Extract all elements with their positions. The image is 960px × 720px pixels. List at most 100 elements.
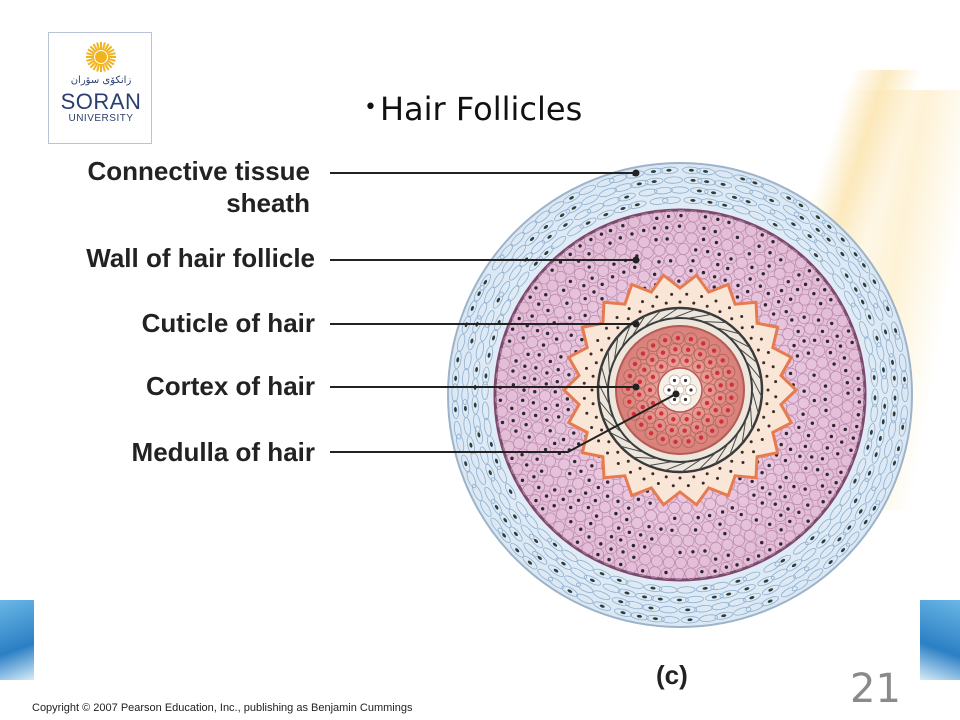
sheath-nucleus	[858, 509, 863, 514]
wall-nucleus	[760, 501, 764, 505]
wall-nucleus	[712, 275, 717, 279]
wall-cell	[605, 285, 618, 298]
sheath-cell	[484, 310, 495, 328]
inner-root-dot	[718, 310, 722, 314]
wall-nucleus	[767, 463, 771, 468]
wall-cell	[497, 357, 510, 370]
sheath-cell	[868, 353, 877, 373]
sun-ray	[92, 43, 99, 52]
sheath-cell	[889, 454, 899, 473]
wall-cell	[750, 513, 763, 526]
cortex-nucleus	[647, 415, 652, 420]
inner-root-dot	[762, 361, 766, 365]
wall-cell	[713, 518, 726, 531]
wall-nucleus	[556, 415, 561, 419]
cortex-nucleus	[707, 387, 713, 393]
cortex-nucleus	[696, 411, 701, 416]
wall-cell	[506, 377, 519, 390]
sheath-nucleus	[696, 189, 702, 193]
sheath-cell	[766, 219, 784, 231]
wall-cell	[745, 503, 758, 516]
wall-nucleus	[779, 288, 784, 293]
wall-cell	[715, 494, 728, 507]
sheath-cell	[705, 593, 724, 601]
sheath-cell	[881, 322, 890, 341]
wall-cell	[578, 293, 591, 306]
sheath-cell	[547, 537, 563, 552]
inner-root-dot	[656, 482, 660, 486]
wall-nucleus	[520, 398, 525, 403]
sheath-cell	[453, 350, 462, 370]
wall-nucleus	[797, 425, 801, 430]
wall-nucleus	[834, 480, 838, 485]
wall-cell	[689, 243, 702, 256]
wall-nucleus	[668, 259, 673, 263]
wall-cell	[500, 346, 513, 359]
wall-cell	[844, 443, 857, 456]
wall-nucleus	[533, 413, 538, 418]
wall-nucleus	[500, 420, 505, 425]
wall-cell	[764, 488, 777, 501]
wall-cell	[651, 211, 664, 224]
inner-root-dot	[615, 316, 619, 320]
wall-nucleus	[514, 359, 518, 363]
sheath-nucleus	[547, 234, 552, 239]
inner-root-dot	[641, 300, 645, 304]
sheath-cell	[617, 192, 636, 202]
sheath-cell	[762, 584, 780, 596]
wall-cell	[731, 278, 743, 291]
inner-root-dot	[607, 440, 611, 444]
cortex-nucleus	[729, 395, 734, 400]
sheath-cell	[774, 554, 792, 567]
sheath-nucleus	[780, 558, 786, 563]
sheath-cell	[696, 167, 715, 176]
wall-cell	[517, 301, 530, 314]
wall-nucleus	[665, 237, 669, 241]
sheath-nucleus	[720, 182, 726, 186]
wall-nucleus	[544, 382, 548, 386]
cortex-nucleus	[701, 341, 706, 346]
inner-root-dot	[678, 300, 682, 304]
sheath-nucleus	[559, 213, 565, 218]
cuticle-scale	[633, 456, 658, 459]
wall-cell	[546, 263, 559, 276]
sheath-cell	[804, 558, 820, 572]
wall-nucleus	[823, 287, 827, 292]
wall-cell	[818, 283, 831, 296]
wall-cell	[601, 515, 614, 528]
sheath-cell	[888, 420, 897, 439]
sheath-cell	[890, 404, 898, 424]
sheath-cell	[694, 604, 713, 613]
sheath-cell	[492, 271, 505, 288]
wall-nucleus	[599, 232, 604, 236]
sheath-nucleus	[711, 595, 717, 599]
wall-cell	[733, 267, 746, 280]
sheath-cell	[483, 417, 492, 437]
sheath-nucleus	[867, 470, 872, 476]
wall-cell	[764, 260, 777, 273]
wall-cell	[506, 401, 519, 414]
wall-nucleus	[804, 466, 808, 470]
cortex-nucleus	[725, 408, 731, 413]
wall-cell	[496, 369, 508, 382]
wall-cell	[536, 464, 549, 477]
sheath-nucleus	[513, 531, 518, 537]
wall-nucleus	[559, 355, 563, 359]
sun-ray	[103, 43, 110, 52]
sheath-cell	[613, 608, 633, 617]
wall-nucleus	[812, 291, 816, 296]
wall-cell	[764, 247, 777, 260]
sheath-cell	[900, 405, 908, 425]
wall-nucleus	[843, 427, 847, 432]
sheath-nucleus	[494, 504, 499, 510]
sun-ray	[106, 59, 115, 66]
cortex-nucleus	[660, 436, 665, 442]
cortex-cell	[714, 414, 728, 429]
sheath-cell	[733, 606, 752, 616]
wall-cell	[628, 216, 640, 228]
sheath-cell	[864, 464, 875, 482]
wall-cell	[631, 517, 644, 529]
wall-nucleus	[533, 389, 537, 394]
wall-cell	[721, 239, 734, 252]
wall-cell	[774, 537, 787, 550]
